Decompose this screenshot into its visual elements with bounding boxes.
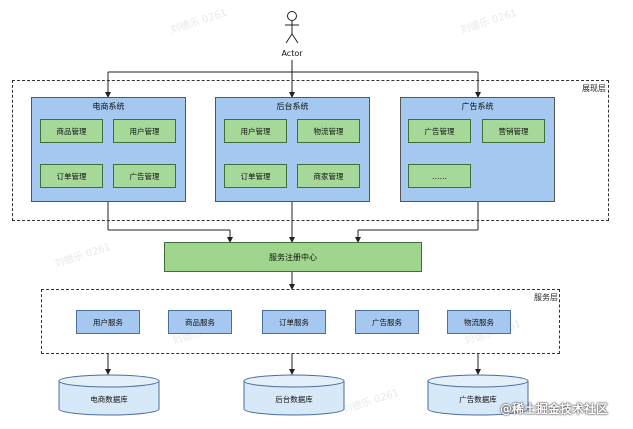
actor-label: Actor: [281, 49, 303, 58]
database-label: 广告数据库: [459, 395, 497, 404]
backend-database[interactable]: 后台数据库: [243, 374, 345, 416]
service-layer-region: [41, 289, 560, 354]
system-title: 后台系统: [276, 102, 309, 111]
service-box[interactable]: 广告服务: [355, 310, 419, 334]
module-box[interactable]: 订单管理: [224, 164, 287, 188]
module-box[interactable]: 广告管理: [408, 119, 471, 143]
database-icon: [58, 374, 160, 416]
database-icon: [243, 374, 345, 416]
module-box[interactable]: 营销管理: [482, 119, 545, 143]
module-box[interactable]: 用户管理: [113, 119, 176, 143]
service-layer-label: 服务层: [534, 293, 558, 302]
module-box[interactable]: 商家管理: [297, 164, 360, 188]
system-title: 电商系统: [92, 102, 125, 111]
database-label: 电商数据库: [90, 395, 128, 404]
system-title: 广告系统: [461, 102, 494, 111]
brand-watermark: @稀土掘金技术社区: [500, 402, 609, 416]
database-icon: [427, 374, 529, 416]
service-box[interactable]: 物流服务: [447, 310, 511, 334]
service-box[interactable]: 用户服务: [76, 310, 140, 334]
ad-database[interactable]: 广告数据库: [427, 374, 529, 416]
module-box[interactable]: 物流管理: [297, 119, 360, 143]
service-box[interactable]: 商品服务: [168, 310, 232, 334]
module-box[interactable]: ……: [408, 164, 471, 188]
database-label: 后台数据库: [275, 395, 313, 404]
module-box[interactable]: 用户管理: [224, 119, 287, 143]
service-registry-box[interactable]: 服务注册中心: [164, 242, 422, 272]
module-box[interactable]: 广告管理: [113, 164, 176, 188]
module-box[interactable]: 订单管理: [40, 164, 103, 188]
ecommerce-database[interactable]: 电商数据库: [58, 374, 160, 416]
actor-icon: [285, 11, 299, 44]
presentation-layer-region: [12, 80, 609, 221]
presentation-layer-label: 展现层: [582, 84, 606, 93]
module-box[interactable]: 商品管理: [40, 119, 103, 143]
service-box[interactable]: 订单服务: [262, 310, 326, 334]
